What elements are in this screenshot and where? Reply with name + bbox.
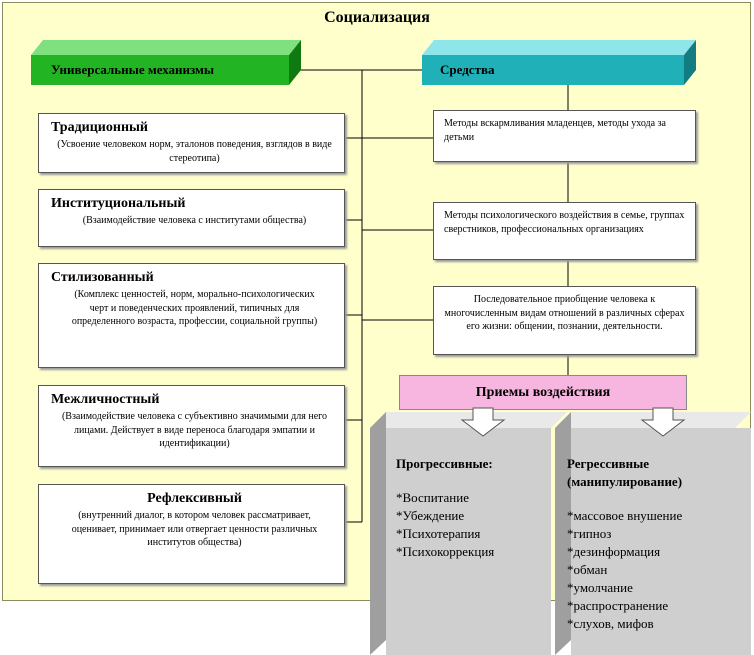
down-arrow-icon bbox=[460, 407, 506, 437]
mechanism-institutional: Институциональный (Взаимодействие челове… bbox=[38, 189, 345, 247]
means-text: Последовательное приобщение человека к м… bbox=[444, 294, 685, 332]
mechanism-desc: (Взаимодействие человека с субъективно з… bbox=[61, 411, 328, 449]
mechanism-traditional: Традиционный (Усвоение человеком норм, э… bbox=[38, 113, 345, 173]
techniques-header: Приемы воздействия bbox=[399, 375, 687, 410]
down-arrow-icon bbox=[640, 407, 686, 437]
mechanism-title: Институциональный bbox=[51, 196, 186, 211]
mechanism-reflexive: Рефлексивный (внутренний диалог, в котор… bbox=[38, 484, 345, 584]
regressive-subheading: (манипулирование) bbox=[567, 474, 683, 489]
mechanism-title: Межличностный bbox=[51, 392, 160, 407]
mechanism-desc: (внутренний диалог, в котором человек ра… bbox=[71, 510, 318, 548]
diagram-title: Социализация bbox=[324, 9, 430, 26]
mechanism-desc: (Усвоение человеком норм, эталонов повед… bbox=[57, 139, 332, 164]
regressive-panel bbox=[571, 428, 751, 655]
progressive-list: Прогрессивные: *Воспитание *Убеждение *П… bbox=[396, 455, 546, 561]
means-box-relations: Последовательное приобщение человека к м… bbox=[433, 286, 696, 355]
mechanism-interpersonal: Межличностный (Взаимодействие человека с… bbox=[38, 385, 345, 467]
list-item: *дезинформация bbox=[567, 544, 661, 559]
means-box-feeding: Методы вскармливания младенцев, методы у… bbox=[433, 110, 696, 162]
list-item: *гипноз bbox=[567, 526, 612, 541]
list-item: *обман bbox=[567, 562, 608, 577]
means-text: Методы психологического воздействия в се… bbox=[444, 210, 685, 235]
mechanism-stylized: Стилизованный (Комплекс ценностей, норм,… bbox=[38, 263, 345, 368]
means-header: Средства bbox=[422, 55, 684, 85]
list-item: *слухов, мифов bbox=[567, 616, 654, 631]
list-item: *Воспитание bbox=[396, 490, 469, 505]
mechanism-title: Стилизованный bbox=[51, 270, 154, 285]
mechanism-title: Традиционный bbox=[51, 120, 149, 135]
regressive-heading: Регрессивные bbox=[567, 456, 650, 471]
mechanism-title: Рефлексивный bbox=[147, 491, 242, 506]
list-item: *Психотерапия bbox=[396, 526, 481, 541]
regressive-list: Регрессивные (манипулирование) *массовое… bbox=[567, 455, 747, 633]
mechanism-desc: (Комплекс ценностей, норм, морально-псих… bbox=[71, 289, 318, 327]
list-item: *Убеждение bbox=[396, 508, 465, 523]
means-box-psychological: Методы психологического воздействия в се… bbox=[433, 202, 696, 260]
list-item: *распространение bbox=[567, 598, 669, 613]
list-item: *массовое внушение bbox=[567, 508, 683, 523]
mechanism-desc: (Взаимодействие человека с институтами о… bbox=[82, 215, 307, 226]
progressive-heading: Прогрессивные: bbox=[396, 456, 493, 471]
list-item: *умолчание bbox=[567, 580, 633, 595]
means-text: Методы вскармливания младенцев, методы у… bbox=[444, 118, 666, 143]
list-item: *Психокоррекция bbox=[396, 544, 495, 559]
progressive-panel bbox=[386, 428, 551, 655]
mechanisms-header: Универсальные механизмы bbox=[31, 55, 289, 85]
